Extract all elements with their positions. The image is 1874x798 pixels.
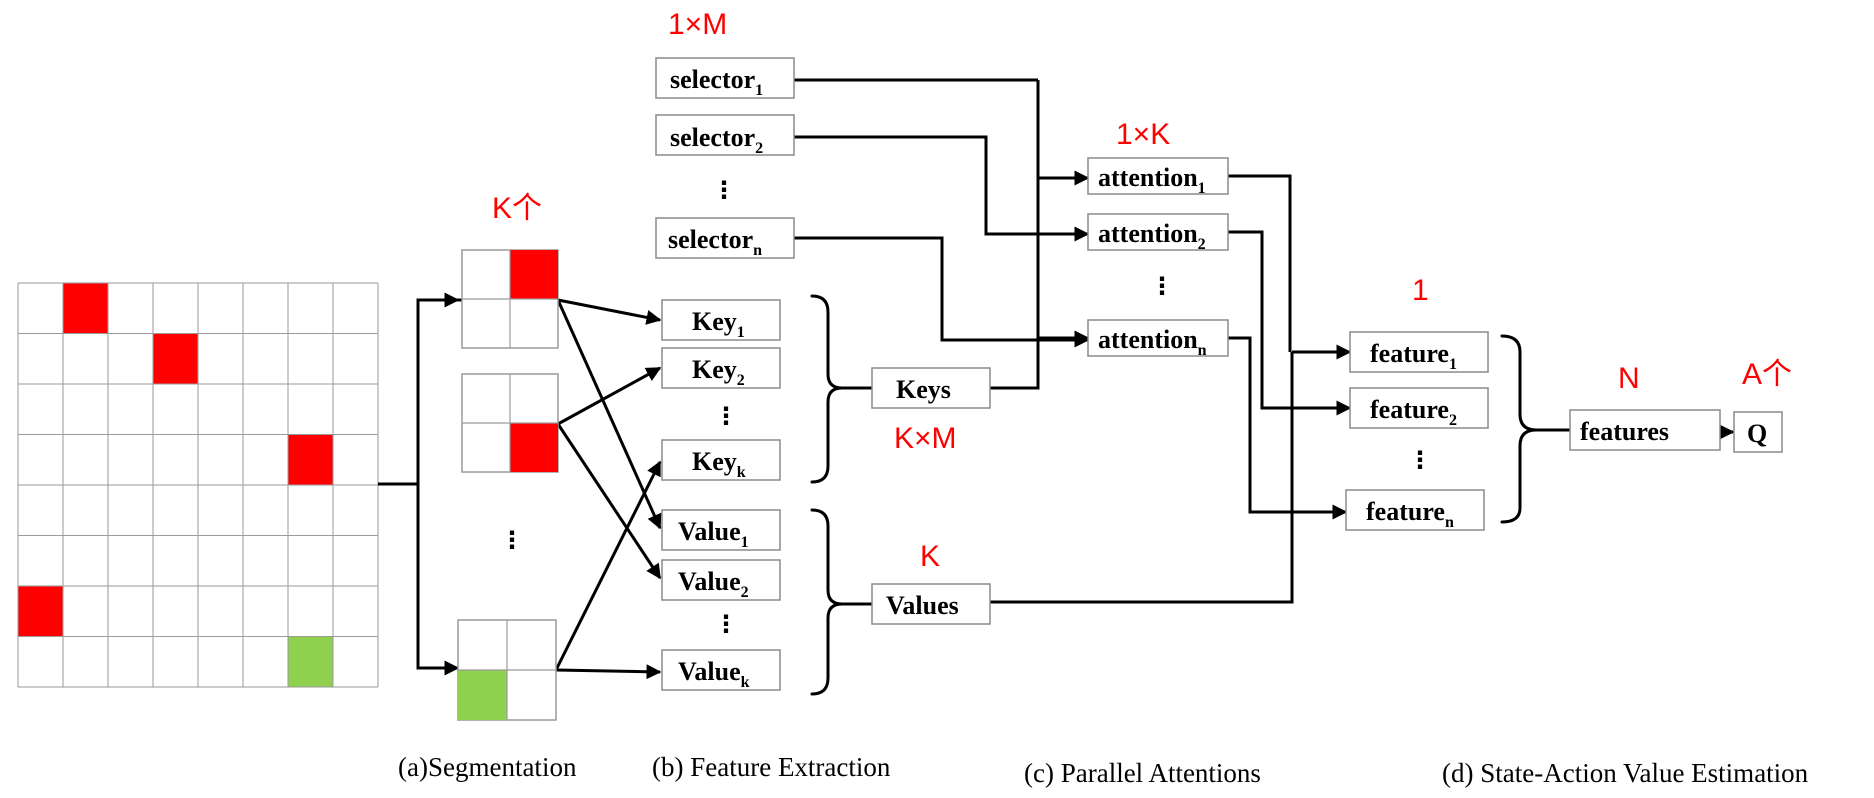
selector-ellipsis: ⋮ bbox=[712, 176, 736, 204]
attention-box-n: attentionn bbox=[1087, 319, 1229, 359]
features-node: features bbox=[1569, 409, 1721, 451]
wire-seg2-key2 bbox=[557, 366, 662, 426]
values-node-label: Values bbox=[886, 591, 959, 620]
grid-red-cell bbox=[18, 586, 63, 637]
key-1-label: Key1 bbox=[692, 307, 745, 341]
feature-1-label: feature1 bbox=[1370, 339, 1457, 373]
brace-features bbox=[1500, 334, 1538, 524]
value-2-label: Value2 bbox=[678, 567, 749, 601]
key-box-k: Keyk bbox=[661, 439, 781, 481]
wire-segk-keyk bbox=[554, 460, 662, 671]
annotation-values-dim: K bbox=[920, 540, 940, 573]
connections bbox=[378, 78, 1735, 680]
input-grid bbox=[17, 282, 379, 688]
annotation-keys-dim: K×M bbox=[894, 422, 957, 455]
brace-values bbox=[810, 508, 844, 696]
segment-1-red-cell bbox=[510, 250, 558, 299]
annotation-q-dim: A个 bbox=[1742, 358, 1792, 391]
selector-box-n: selectorn bbox=[655, 217, 795, 259]
wire-grid-to-segment-k bbox=[416, 484, 460, 676]
selector-2-label: selector2 bbox=[670, 123, 763, 157]
value-box-k: Valuek bbox=[661, 649, 781, 691]
value-ellipsis: ⋮ bbox=[714, 610, 738, 638]
selector-box-2: selector2 bbox=[655, 114, 795, 157]
feature-box-n: featuren bbox=[1345, 489, 1485, 531]
wire-selector2 bbox=[794, 135, 1090, 242]
wire-values-to-features bbox=[990, 352, 1294, 604]
wire-segk-valuek bbox=[555, 664, 662, 680]
grid-red-cell bbox=[288, 434, 333, 485]
brace-keys bbox=[810, 294, 844, 484]
q-node: Q bbox=[1733, 411, 1783, 453]
features-node-label: features bbox=[1580, 417, 1669, 446]
segment-ellipsis: ⋮ bbox=[500, 526, 524, 554]
key-k-label: Keyk bbox=[692, 447, 746, 481]
caption-state-action-value: (d) State-Action Value Estimation bbox=[1442, 758, 1809, 788]
keys-node-label: Keys bbox=[896, 375, 951, 404]
value-k-label: Valuek bbox=[678, 657, 750, 691]
caption-segmentation: (a)Segmentation bbox=[398, 752, 577, 782]
selector-box-1: selector1 bbox=[655, 57, 795, 99]
grid-red-cell bbox=[153, 333, 198, 384]
key-2-label: Key2 bbox=[692, 355, 745, 389]
grid-green-cell bbox=[288, 636, 333, 687]
attention-2-label: attention2 bbox=[1098, 219, 1206, 253]
feature-2-label: feature2 bbox=[1370, 395, 1457, 429]
selector-1-label: selector1 bbox=[670, 65, 763, 99]
key-box-2: Key2 bbox=[661, 347, 781, 389]
attention-n-label: attentionn bbox=[1098, 325, 1207, 359]
annotation-feature-dim: 1 bbox=[1412, 274, 1429, 307]
keys-node: Keys bbox=[871, 367, 991, 409]
grid-red-cell bbox=[63, 283, 108, 334]
feature-n-label: featuren bbox=[1366, 497, 1454, 531]
wire-attn-featn bbox=[1228, 336, 1348, 520]
segment-k bbox=[457, 619, 557, 721]
wire-att1-feat1 bbox=[1228, 174, 1292, 352]
value-1-label: Value1 bbox=[678, 517, 749, 551]
caption-parallel-attentions: (c) Parallel Attentions bbox=[1024, 758, 1261, 788]
segment-2 bbox=[461, 373, 559, 473]
feature-ellipsis: ⋮ bbox=[1408, 446, 1432, 474]
attention-ellipsis: ⋮ bbox=[1150, 272, 1174, 300]
wire-keys-to-attention bbox=[990, 80, 1040, 390]
q-node-label: Q bbox=[1747, 419, 1767, 448]
values-node: Values bbox=[871, 583, 991, 625]
attention-1-label: attention1 bbox=[1098, 163, 1206, 197]
annotation-segment-count: K个 bbox=[492, 192, 542, 225]
annotation-features-dim: N bbox=[1618, 362, 1640, 395]
feature-box-2: feature2 bbox=[1349, 387, 1489, 429]
key-ellipsis: ⋮ bbox=[714, 402, 738, 430]
value-box-2: Value2 bbox=[661, 559, 781, 601]
wire-seg2-value2 bbox=[556, 423, 662, 580]
feature-box-1: feature1 bbox=[1349, 331, 1489, 373]
segment-k-green-cell bbox=[458, 670, 507, 720]
wire-seg1-value1 bbox=[556, 299, 662, 530]
attention-box-2: attention2 bbox=[1087, 213, 1229, 253]
selector-n-label: selectorn bbox=[668, 225, 762, 259]
wire-seg1-key1 bbox=[557, 298, 662, 325]
segment-1 bbox=[461, 249, 559, 349]
wire-selectorn bbox=[794, 236, 1090, 348]
wire-att2-feat2 bbox=[1228, 230, 1352, 416]
value-box-1: Value1 bbox=[661, 509, 781, 551]
caption-feature-extraction: (b) Feature Extraction bbox=[652, 752, 891, 782]
braces bbox=[810, 294, 1570, 696]
annotation-selector-dim: 1×M bbox=[668, 8, 727, 41]
attention-box-1: attention1 bbox=[1087, 157, 1229, 197]
key-box-1: Key1 bbox=[661, 299, 781, 341]
wire-grid-to-segments bbox=[378, 298, 462, 486]
annotation-attention-dim: 1×K bbox=[1116, 118, 1170, 151]
segment-2-red-cell bbox=[510, 423, 558, 472]
